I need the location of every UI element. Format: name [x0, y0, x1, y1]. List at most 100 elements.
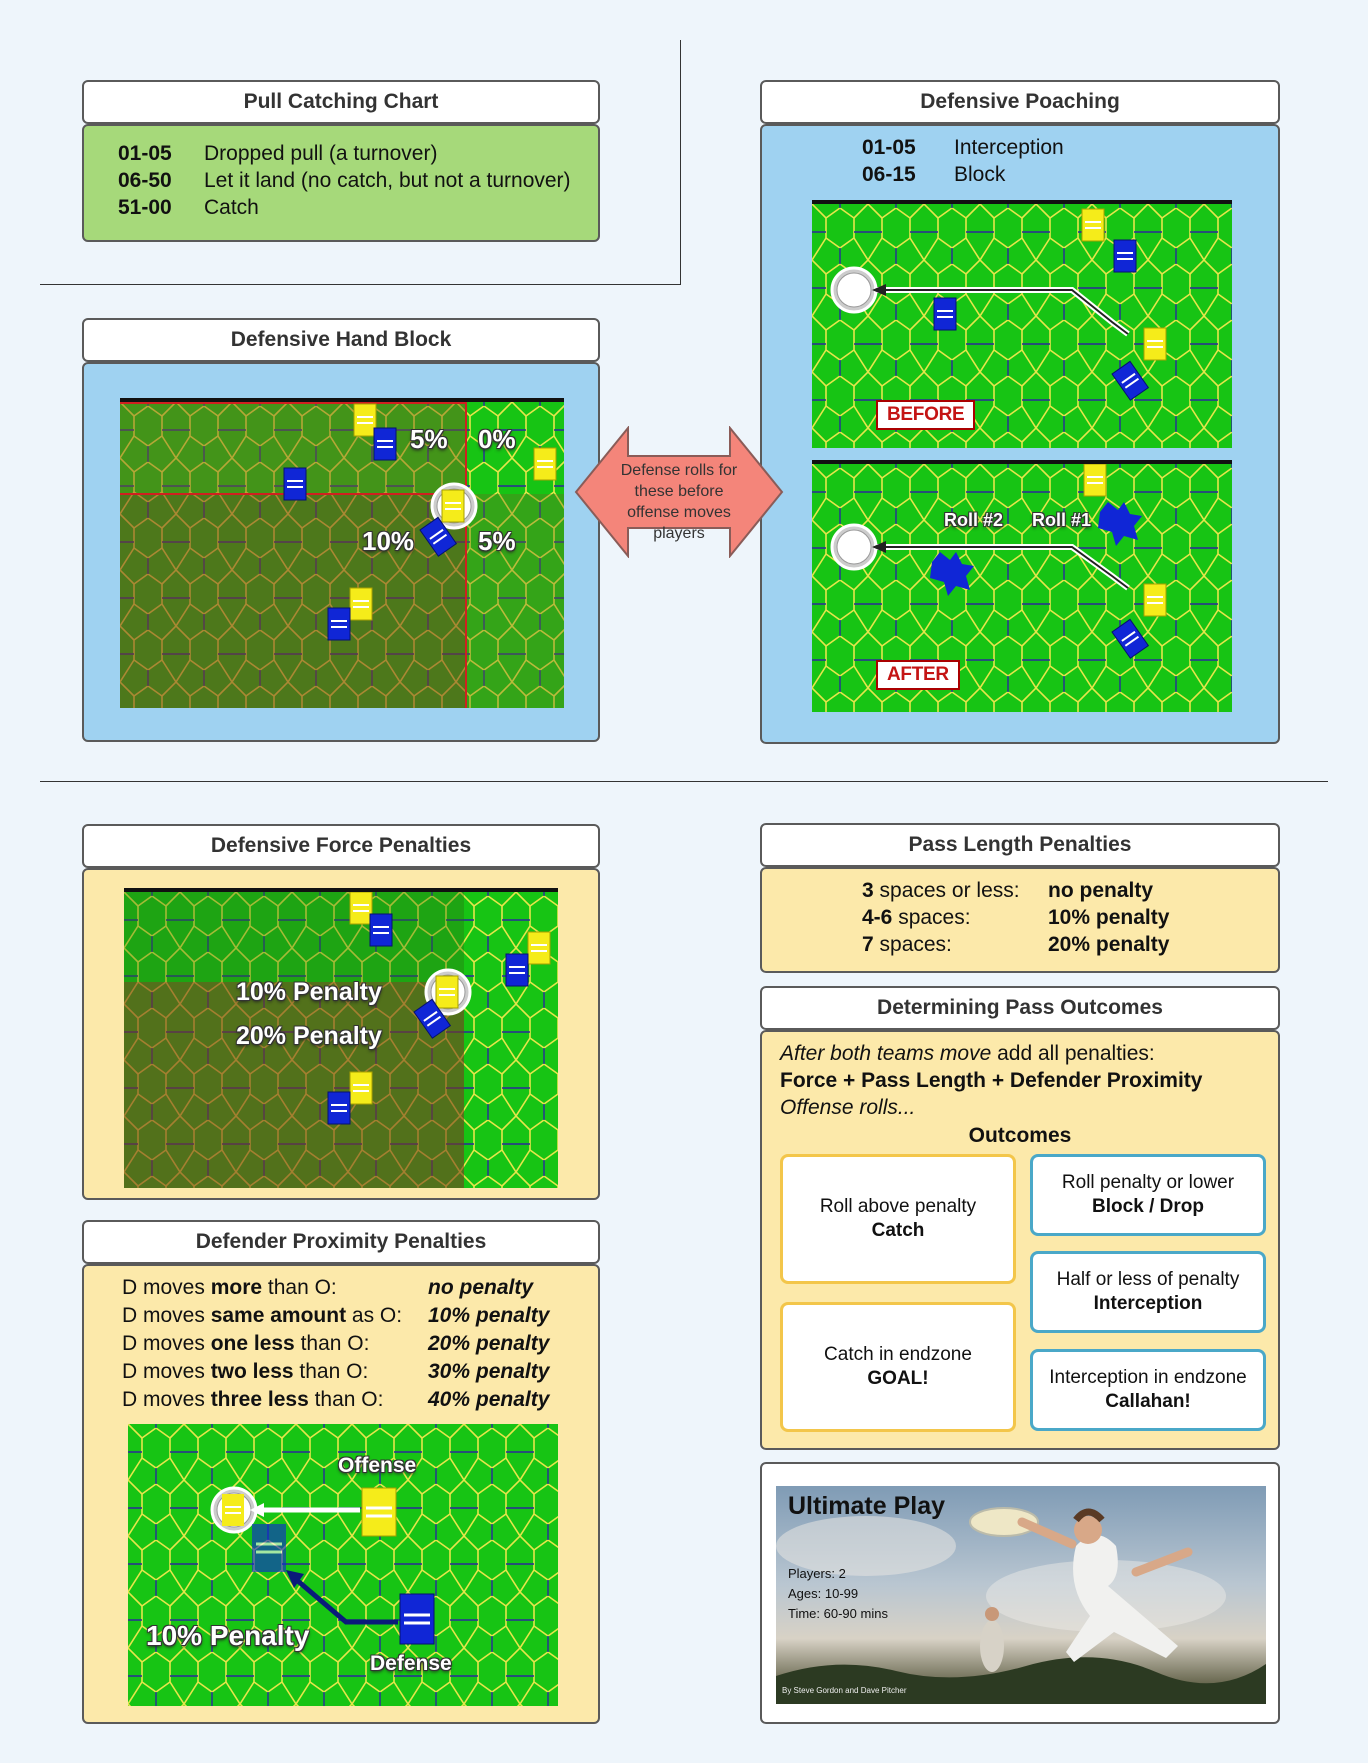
hand-block-body: 5% 0% 10% 5%	[82, 362, 600, 742]
top-divider-horizontal	[40, 284, 681, 285]
outcomes-line-1-rest: add all penalties:	[991, 1042, 1155, 1065]
pass-row-1: 3 spaces or less:	[862, 879, 1020, 903]
outcome-callahan: Interception in endzone Callahan!	[1030, 1349, 1266, 1431]
outcomes-line-2: Force + Pass Length + Defender Proximity	[780, 1069, 1203, 1092]
force-body: 10% Penalty 20% Penalty	[82, 868, 600, 1200]
outcome-goal-bottom: GOAL!	[867, 1368, 929, 1389]
defensive-force-penalties: 10% Penalty 20% Penalty Defensive Force …	[82, 824, 600, 1200]
outcomes-heading: Outcomes	[968, 1124, 1072, 1147]
promo-players: Players: 2	[788, 1566, 846, 1581]
pass-text-3: spaces:	[873, 933, 952, 956]
prox-penalty-2: 10% penalty	[428, 1304, 550, 1327]
poach-result-1: Interception	[954, 136, 1064, 159]
prox-bold-2: same amount	[210, 1304, 347, 1327]
pull-result-2: Let it land (no catch, but not a turnove…	[204, 169, 571, 192]
outcome-interception: Half or less of penalty Interception	[1030, 1251, 1266, 1333]
hand-block-label-1: 5%	[410, 424, 448, 454]
prox-pre-3: D moves	[122, 1332, 211, 1355]
double-arrow-icon	[574, 426, 784, 558]
outcome-block-bottom: Block / Drop	[1092, 1196, 1204, 1217]
force-label-2: 20% Penalty	[236, 1022, 382, 1050]
outcomes-line-1: After both teams move add all penalties:	[780, 1042, 1155, 1066]
pass-penalty-1: no penalty	[1048, 879, 1154, 902]
poaching-before-field: BEFORE	[812, 200, 1232, 448]
force-field: 10% Penalty 20% Penalty	[124, 888, 558, 1188]
prox-penalty-3: 20% penalty	[428, 1332, 550, 1355]
prox-row-5: D moves three less than O:	[122, 1388, 383, 1412]
offense-label: Offense	[338, 1454, 417, 1477]
pass-length-penalties: 3 spaces or less: no penalty 4-6 spaces:…	[760, 823, 1280, 973]
prox-bold-1: more	[210, 1276, 263, 1299]
outcome-block-drop: Roll penalty or lower Block / Drop	[1030, 1154, 1266, 1236]
proximity-field: Offense Defense 10% Penalty	[128, 1424, 558, 1706]
poach-range-1: 01-05	[862, 136, 916, 159]
defender-proximity-penalties: D moves more than O: no penalty D moves …	[82, 1220, 600, 1724]
ultimate-play-promo: Ultimate Play Players: 2 Ages: 10-99 Tim…	[760, 1462, 1280, 1724]
hand-block-title: Defensive Hand Block	[82, 318, 600, 362]
outcomes-title: Determining Pass Outcomes	[760, 986, 1280, 1030]
outcome-callahan-bottom: Callahan!	[1105, 1391, 1191, 1412]
poach-range-2: 06-15	[862, 163, 916, 186]
outcome-block-top: Roll penalty or lower	[1061, 1172, 1235, 1193]
pull-chart-body: 01-05 Dropped pull (a turnover) 06-50 Le…	[82, 124, 600, 242]
proximity-title: Defender Proximity Penalties	[82, 1220, 600, 1264]
pull-result-3: Catch	[204, 196, 259, 219]
pass-row-2: 4-6 spaces:	[862, 906, 971, 930]
poaching-after-field: Roll #2 Roll #1 AFTER	[812, 460, 1232, 712]
pass-row-3: 7 spaces:	[862, 933, 952, 957]
pass-length-title: Pass Length Penalties	[760, 823, 1280, 867]
pull-range-2: 06-50	[118, 169, 172, 192]
outcome-catch: Roll above penalty Catch	[780, 1154, 1016, 1284]
promo-image: Ultimate Play Players: 2 Ages: 10-99 Tim…	[776, 1486, 1266, 1704]
prox-pre-5: D moves	[122, 1388, 211, 1411]
pass-num-2: 4-6	[862, 906, 893, 929]
before-tag: BEFORE	[876, 400, 976, 430]
outcome-interception-bottom: Interception	[1093, 1293, 1203, 1314]
prox-penalty-label: 10% Penalty	[146, 1620, 310, 1651]
outcome-catch-top: Roll above penalty	[819, 1196, 977, 1217]
pass-num-1: 3	[862, 879, 874, 902]
prox-post-5: than O:	[308, 1388, 384, 1411]
determining-pass-outcomes: After both teams move add all penalties:…	[760, 986, 1280, 1450]
defensive-poaching: 01-05 Interception 06-15 Block BEFORE	[760, 80, 1280, 744]
pass-num-3: 7	[862, 933, 874, 956]
prox-post-4: than O:	[293, 1360, 369, 1383]
hand-block-label-3: 10%	[362, 526, 415, 556]
outcome-catch-bottom: Catch	[871, 1220, 925, 1241]
pull-result-1: Dropped pull (a turnover)	[204, 142, 438, 165]
pull-catching-chart: 01-05 Dropped pull (a turnover) 06-50 Le…	[82, 80, 600, 242]
arrow-note-text: Defense rolls for these before offense m…	[620, 462, 738, 542]
hand-block-field: 5% 0% 10% 5%	[120, 398, 564, 708]
double-arrow-note: Defense rolls for these before offense m…	[574, 426, 784, 558]
prox-pre-1: D moves	[122, 1276, 211, 1299]
pass-length-body: 3 spaces or less: no penalty 4-6 spaces:…	[760, 867, 1280, 973]
poaching-title: Defensive Poaching	[760, 80, 1280, 124]
prox-bold-3: one less	[210, 1332, 295, 1355]
prox-post-2: as O:	[346, 1304, 403, 1327]
prox-pre-2: D moves	[122, 1304, 211, 1327]
proximity-body: D moves more than O: no penalty D moves …	[82, 1264, 600, 1724]
promo-ages: Ages: 10-99	[788, 1586, 859, 1601]
outcomes-body: After both teams move add all penalties:…	[760, 1030, 1280, 1450]
pass-text-1: spaces or less:	[873, 879, 1020, 902]
pass-text-2: spaces:	[892, 906, 971, 929]
promo-title: Ultimate Play	[788, 1492, 946, 1520]
force-title: Defensive Force Penalties	[82, 824, 600, 868]
hand-block-label-2: 0%	[478, 424, 516, 454]
prox-bold-5: three less	[210, 1388, 309, 1411]
promo-time: Time: 60-90 mins	[788, 1606, 888, 1621]
poach-result-2: Block	[954, 163, 1006, 186]
prox-row-4: D moves two less than O:	[122, 1360, 368, 1384]
poaching-body: 01-05 Interception 06-15 Block BEFORE	[760, 124, 1280, 744]
hand-block-label-4: 5%	[478, 526, 516, 556]
prox-post-1: than O:	[262, 1276, 337, 1299]
pass-penalty-2: 10% penalty	[1048, 906, 1170, 929]
roll1-label: Roll #1	[1032, 510, 1092, 530]
pull-range-1: 01-05	[118, 142, 172, 165]
force-label-1: 10% Penalty	[236, 978, 382, 1006]
pull-range-3: 51-00	[118, 196, 172, 219]
prox-post-3: than O:	[294, 1332, 370, 1355]
prox-row-3: D moves one less than O:	[122, 1332, 369, 1356]
top-divider-vertical	[680, 40, 681, 285]
roll2-label: Roll #2	[944, 510, 1004, 530]
